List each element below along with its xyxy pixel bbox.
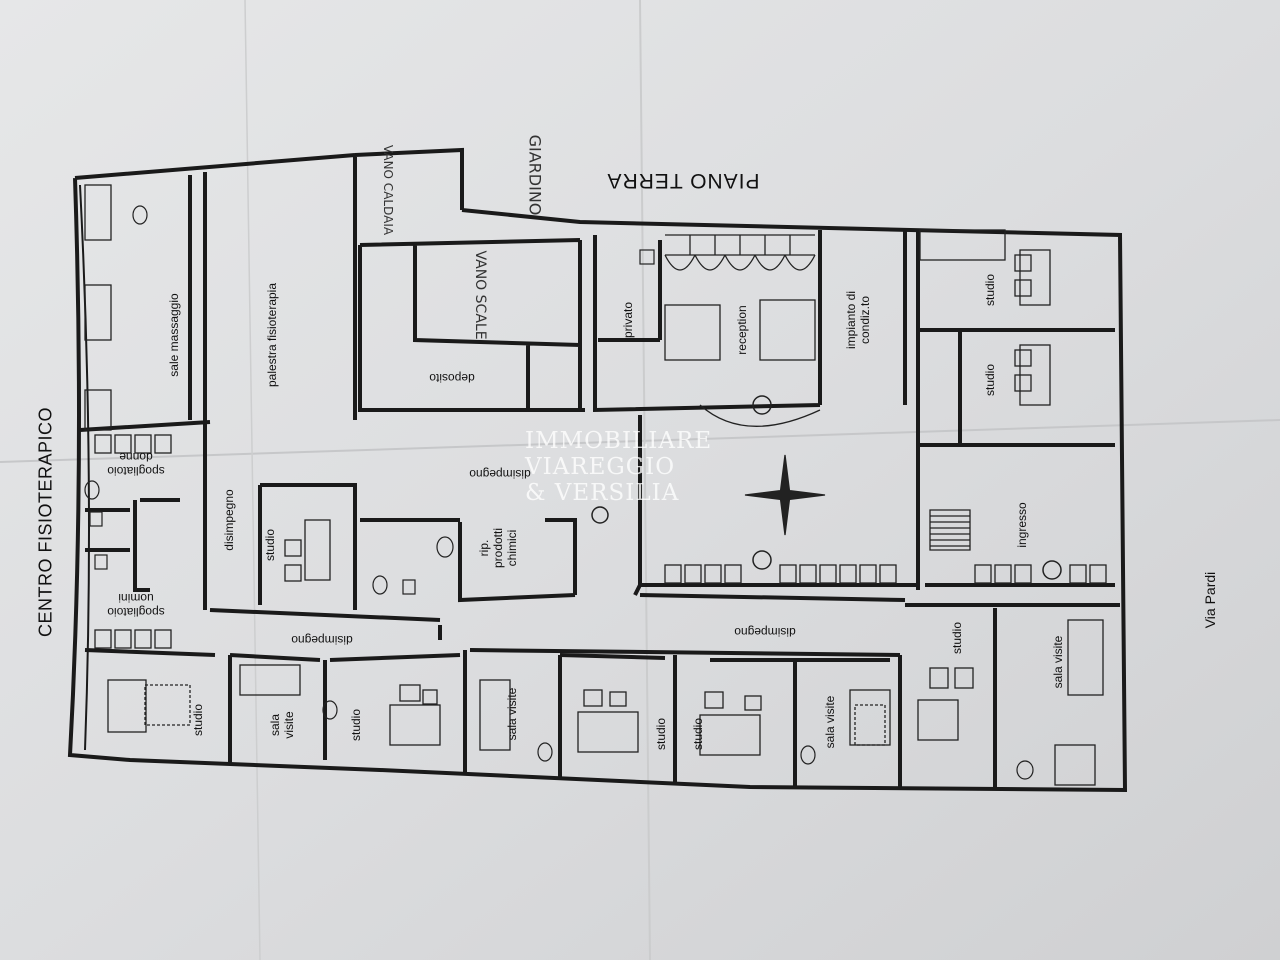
- label-sala-visite-bottom3: sala visite: [823, 695, 837, 749]
- watermark-line2: VIAREGGIO: [525, 454, 676, 480]
- label-spogliatoio-donne-line2: donne: [119, 450, 153, 464]
- furniture: [84, 184, 1107, 786]
- label-studio-top1: studio: [983, 273, 997, 307]
- label-studio-bottom1: studio: [191, 703, 205, 737]
- label-disimpegno-lower-left: disimpegno: [291, 633, 353, 647]
- label-rip-line3: chimici: [505, 529, 519, 567]
- label-vano-scale: VANO SCALE: [472, 250, 488, 340]
- label-studio-bottom5: studio: [950, 621, 964, 655]
- paper-fold: [639, 0, 651, 960]
- paper-fold: [244, 0, 261, 960]
- walls: [67, 147, 1128, 793]
- watermark-line3: & VERSILIA: [525, 480, 680, 506]
- label-spogliatoio-uomini-line1: spogliatoio: [107, 605, 165, 619]
- label-rip-line1: rip.: [477, 539, 491, 557]
- label-studio-bottom2: studio: [349, 708, 363, 742]
- label-reception: reception: [735, 305, 749, 355]
- label-studio-middle: studio: [263, 528, 277, 562]
- label-spogliatoio-donne-line1: spogliatoio: [107, 464, 165, 478]
- label-studio-top2: studio: [983, 363, 997, 397]
- label-palestra-fisioterapia: palestra fisioterapia: [265, 282, 279, 388]
- label-impianto-line1: impianto di: [844, 290, 858, 350]
- label-sala-visite-bottom4: sala visite: [1051, 635, 1065, 689]
- label-ingresso: ingresso: [1015, 502, 1029, 548]
- label-spogliatoio-uomini-line2: uomini: [118, 591, 154, 605]
- label-deposito: deposito: [429, 371, 475, 385]
- label-impianto-line2: condiz.to: [858, 295, 872, 345]
- label-studio-bottom3: studio: [654, 717, 668, 751]
- label-visite-line: visite: [282, 711, 296, 739]
- label-rip-line2: prodotti: [491, 527, 505, 569]
- label-disimpegno-centre: disimpegno: [469, 467, 531, 481]
- sanitary-fixtures: [84, 205, 1034, 780]
- label-giardino: GIARDINO: [525, 134, 545, 216]
- label-sale-massaggio: sale massaggio: [167, 293, 181, 377]
- label-privato: privato: [621, 301, 635, 339]
- label-via-pardi: Via Pardi: [1202, 571, 1218, 629]
- label-vano-caldaia: VANO CALDAIA: [381, 144, 395, 236]
- label-sala-line: sala: [268, 714, 282, 737]
- label-studio-bottom4: studio: [691, 717, 705, 751]
- label-disimpegno-left: disimpegno: [222, 489, 236, 551]
- watermark: IMMOBILIARE VIAREGGIO & VERSILIA: [525, 428, 712, 506]
- label-sala-visite-bottom2: sala visite: [505, 687, 519, 741]
- plan-title: PIANO TERRA: [606, 169, 760, 192]
- label-disimpegno-lower-right: disimpegno: [734, 625, 796, 639]
- person-figures: [591, 395, 1062, 580]
- label-centro-fisioterapico: CENTRO FISIOTERAPICO: [35, 406, 56, 638]
- watermark-line1: IMMOBILIARE: [525, 428, 713, 454]
